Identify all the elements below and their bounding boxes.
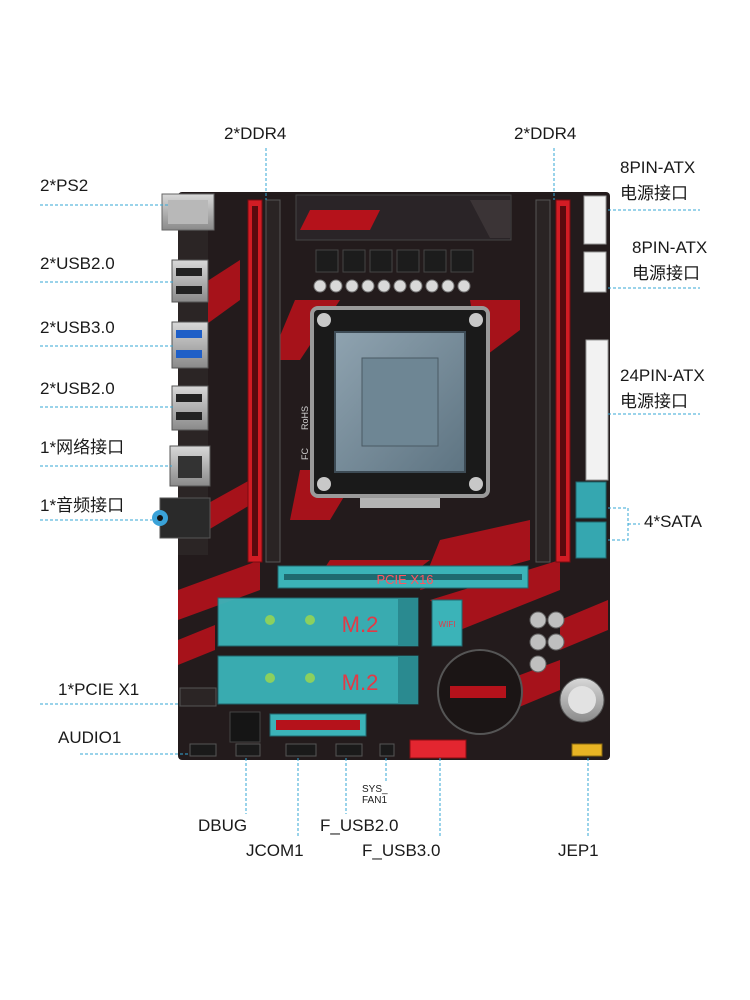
atx8-2-label-line2: 电源接口 — [632, 264, 700, 283]
callout-lines — [40, 148, 700, 838]
vrm-chokes — [315, 249, 474, 273]
wifi-slot — [431, 599, 463, 647]
usb20-bottom-label: 2*USB2.0 — [40, 379, 115, 398]
sata-label: 4*SATA — [644, 512, 702, 531]
m2-slot-bottom: M.2 — [217, 655, 419, 705]
f-usb30-header — [409, 739, 467, 759]
cmos-battery — [559, 677, 605, 723]
vrm-capacitors — [313, 279, 471, 293]
pcie-x1-label: 1*PCIE X1 — [58, 680, 140, 699]
network-label: 1*网络接口 — [40, 438, 125, 457]
pcie-x16-marking: PCIE X16 — [376, 572, 433, 587]
svg-text:M.2: M.2 — [342, 612, 379, 637]
atx8-1-label-line2: 电源接口 — [620, 184, 688, 203]
ddr4-slots-right — [535, 199, 571, 563]
sata-bracket — [608, 507, 640, 541]
ddr4-slots-left — [247, 199, 281, 563]
sata-ports — [575, 481, 607, 559]
ddr4-left-label: 2*DDR4 — [224, 124, 287, 143]
dbug-label: DBUG — [198, 816, 248, 835]
atx-8pin-2 — [583, 251, 607, 293]
usb20-bottom-port — [171, 385, 209, 431]
cpu-socket — [310, 306, 490, 508]
pcie-x1-slot — [179, 687, 217, 707]
fc-marking: FC — [300, 448, 310, 460]
ddr4-right-label: 2*DDR4 — [514, 124, 577, 143]
wifi-marking: WIFI — [439, 620, 456, 629]
audio1-label: AUDIO1 — [58, 728, 122, 747]
io-area — [178, 195, 208, 555]
atx24-label-line2: 电源接口 — [620, 392, 688, 411]
usb30-port — [171, 321, 209, 369]
jep1-header — [571, 743, 603, 757]
f-usb30-label: F_USB3.0 — [362, 841, 441, 860]
jcom1-label: JCOM1 — [246, 841, 304, 860]
m2-slot-top: M.2 — [217, 597, 419, 647]
rohs-marking: RoHS — [300, 406, 310, 430]
usb20-top-label: 2*USB2.0 — [40, 254, 115, 273]
atx-24pin — [585, 339, 609, 481]
sys-fan1-label-line2: FAN1 — [362, 795, 388, 806]
atx8-2-label-line1: 8PIN-ATX — [632, 238, 708, 257]
f-usb20-label: F_USB2.0 — [320, 816, 399, 835]
usb30-label: 2*USB3.0 — [40, 318, 115, 337]
audio-jack-label: 1*音频接口 — [40, 496, 125, 515]
svg-text:M.2: M.2 — [342, 670, 379, 695]
atx24-label-line1: 24PIN-ATX — [620, 366, 705, 385]
board-capacitors — [529, 611, 565, 673]
atx8-1-label-line1: 8PIN-ATX — [620, 158, 696, 177]
usb20-top-port — [171, 259, 209, 303]
chipset-heatsink — [437, 649, 523, 735]
jep1-label: JEP1 — [558, 841, 599, 860]
bottom-headers — [189, 743, 395, 757]
audio-chip — [229, 711, 261, 743]
sys-fan1-label-line1: SYS_ — [362, 784, 388, 795]
ps2-label: 2*PS2 — [40, 176, 89, 195]
atx-8pin-1 — [583, 195, 607, 245]
